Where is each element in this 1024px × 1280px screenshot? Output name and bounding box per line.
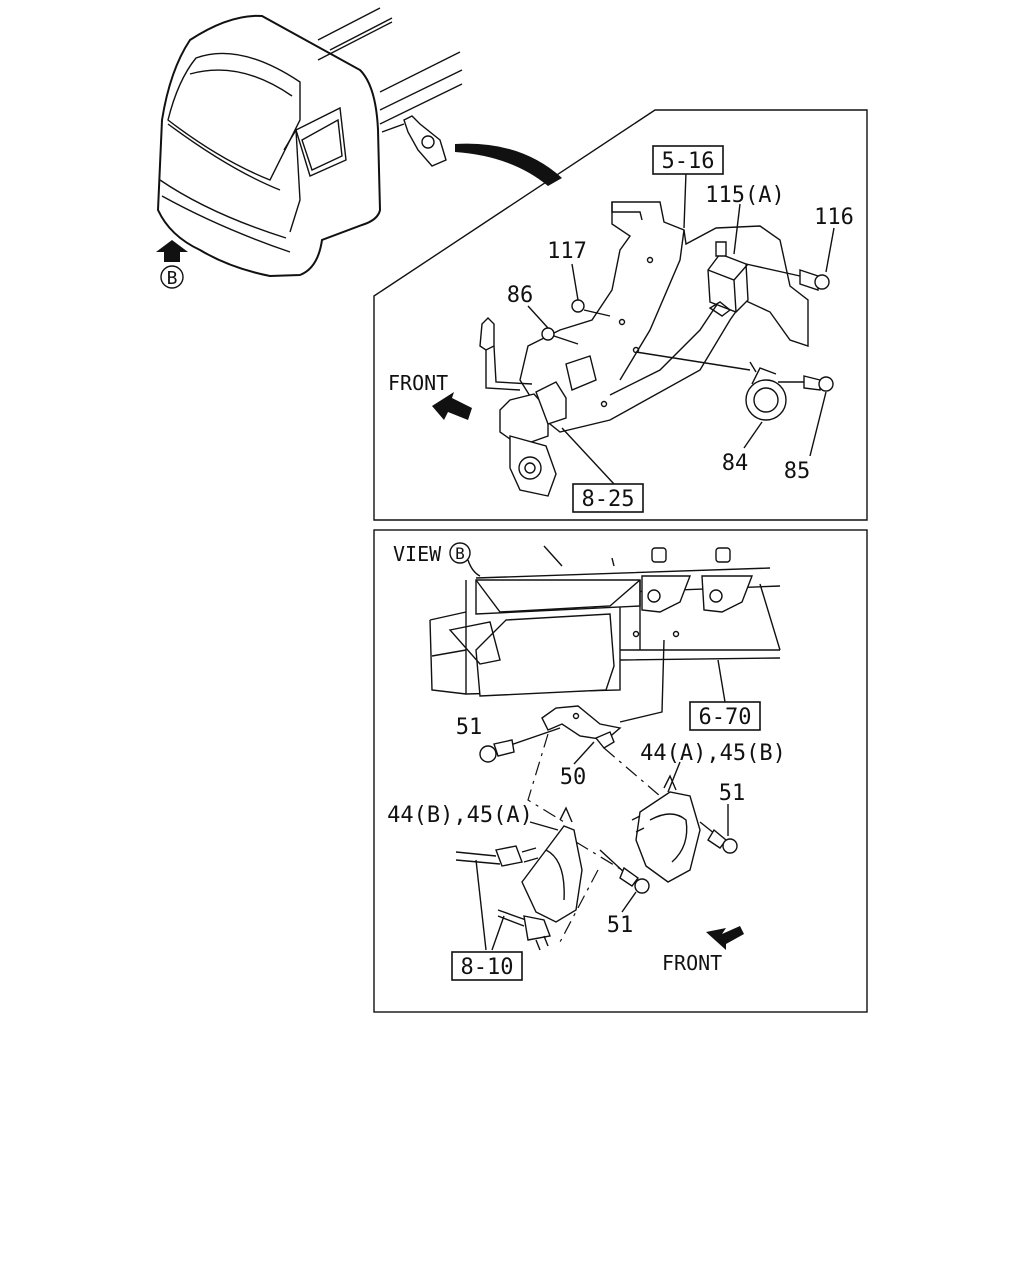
part-label-116: 116 [814, 205, 854, 230]
part-label-84: 84 [722, 451, 749, 476]
ref-8-10: 8-10 [461, 955, 514, 980]
front-label-bottom: FRONT [662, 951, 722, 975]
truck-cab-illustration: B [156, 7, 562, 289]
view-label: VIEW [393, 542, 442, 566]
ref-8-25: 8-25 [582, 487, 635, 512]
ref-6-70: 6-70 [699, 705, 752, 730]
part-label-51-right: 51 [719, 781, 746, 806]
part-label-50: 50 [560, 765, 587, 790]
part-label-51-left: 51 [456, 715, 483, 740]
ref-5-16: 5-16 [662, 149, 715, 174]
part-label-44b-45a: 44(B),45(A) [387, 803, 533, 828]
view-label-marker: B [455, 544, 465, 563]
view-b-marker: B [167, 268, 178, 289]
top-detail-panel: FRONT 5-16 8-25 115(A) 116 117 86 84 85 [373, 109, 868, 521]
part-label-117: 117 [547, 239, 587, 264]
bottom-detail-panel: VIEW B [373, 529, 868, 1013]
part-label-115a: 115(A) [705, 183, 784, 208]
front-label-top: FRONT [388, 371, 448, 395]
part-label-44a-45b: 44(A),45(B) [640, 741, 786, 766]
part-label-51-bottom: 51 [607, 913, 634, 938]
part-label-85: 85 [784, 459, 811, 484]
part-label-86: 86 [507, 283, 534, 308]
